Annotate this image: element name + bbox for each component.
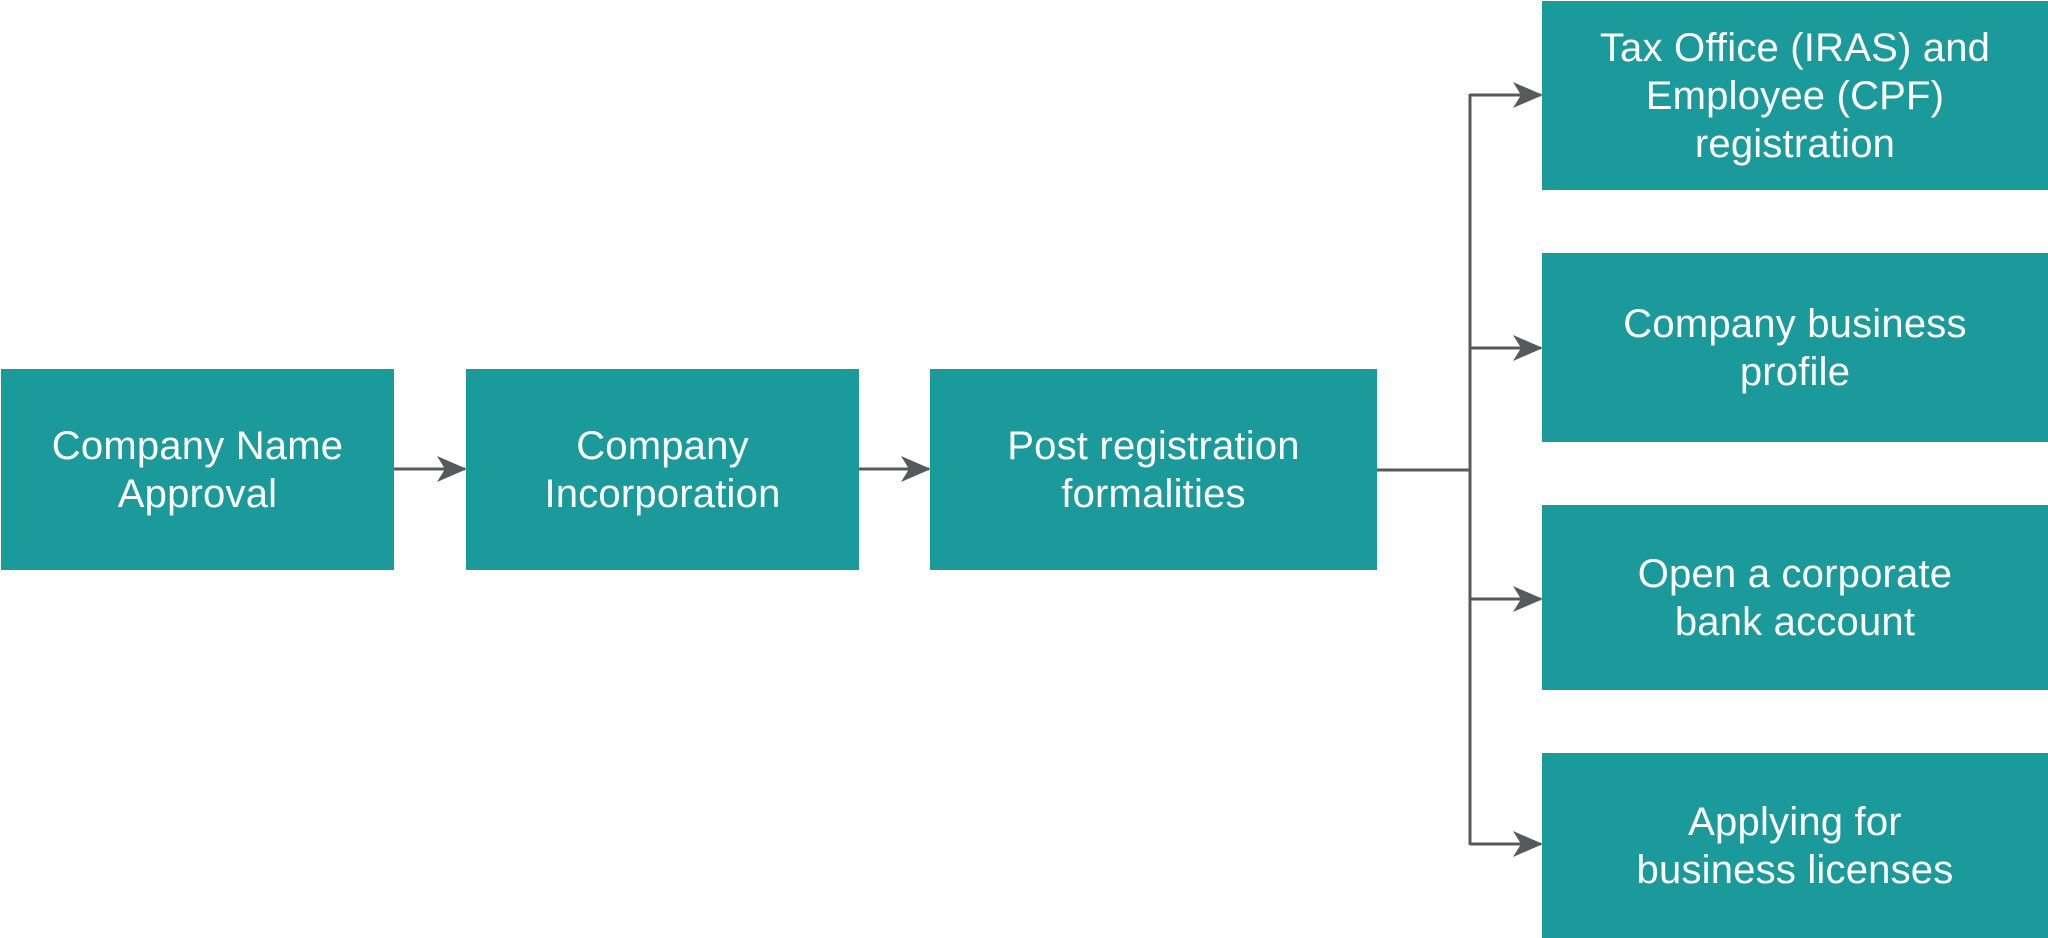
branch-corporate-bank-account: Open a corporate bank account (1542, 505, 2048, 690)
branch-label: Open a corporate bank account (1637, 551, 1953, 644)
branch-label: Tax Office (IRAS) and Employee (CPF) reg… (1599, 25, 1991, 166)
step-company-incorporation: Company Incorporation (466, 369, 859, 570)
branch-label: Company business profile (1623, 301, 1967, 394)
step-label: Company Name Approval (51, 423, 344, 516)
branch-label: Applying for business licenses (1636, 799, 1954, 892)
step-post-registration-formalities: Post registration formalities (930, 369, 1377, 570)
branch-tax-cpf-registration: Tax Office (IRAS) and Employee (CPF) reg… (1542, 1, 2048, 190)
step-label: Post registration formalities (1007, 423, 1300, 516)
step-company-name-approval: Company Name Approval (1, 369, 394, 570)
branch-business-profile: Company business profile (1542, 253, 2048, 442)
step-label: Company Incorporation (544, 423, 781, 516)
branch-business-licenses: Applying for business licenses (1542, 753, 2048, 938)
